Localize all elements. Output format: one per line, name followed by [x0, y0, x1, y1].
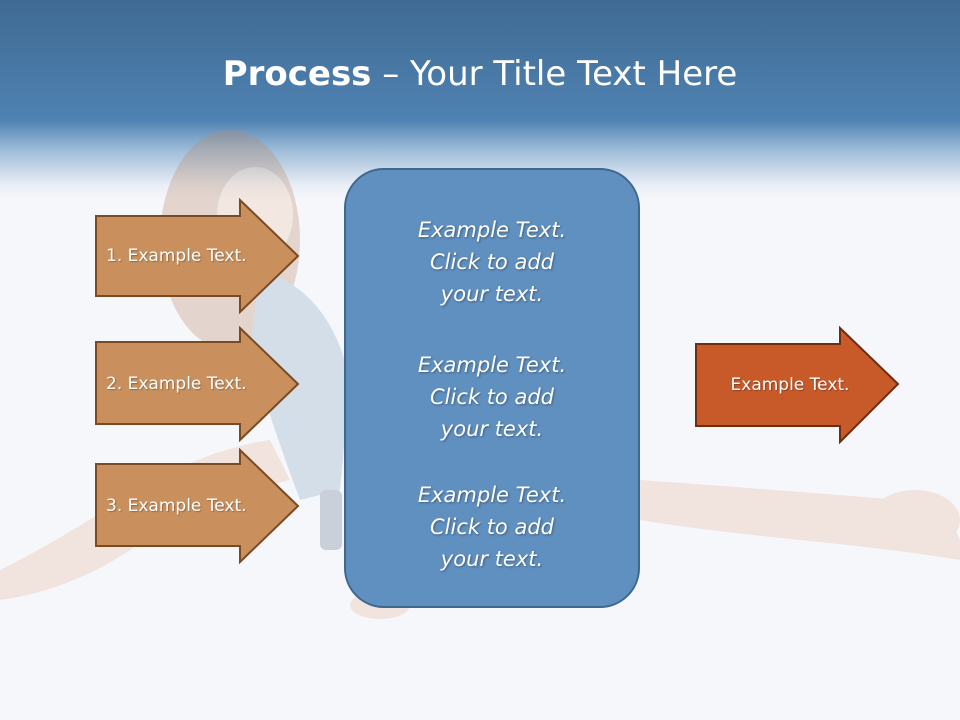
input-arrow-3[interactable]: 3. Example Text.: [94, 447, 300, 565]
title-bold: Process: [222, 54, 372, 94]
process-line: your text.: [440, 417, 544, 441]
header-band: [0, 0, 960, 200]
input-arrow-1[interactable]: 1. Example Text.: [94, 197, 300, 315]
process-line: Click to add: [429, 515, 554, 539]
process-paragraph-3[interactable]: Example Text. Click to add your text.: [346, 479, 638, 575]
process-line: Click to add: [429, 385, 554, 409]
output-arrow-shape: [695, 325, 900, 445]
input-arrow-2[interactable]: 2. Example Text.: [94, 325, 300, 443]
process-line: your text.: [440, 547, 544, 571]
arrow-shape-1: [95, 197, 300, 315]
slide-title[interactable]: Process – Your Title Text Here: [0, 52, 960, 96]
input-arrow-label-2: 2. Example Text.: [106, 374, 247, 394]
process-line: your text.: [440, 282, 544, 306]
process-box[interactable]: Example Text. Click to add your text. Ex…: [344, 168, 640, 608]
process-paragraph-1[interactable]: Example Text. Click to add your text.: [346, 214, 638, 310]
process-line: Click to add: [429, 250, 554, 274]
input-arrow-label-1: 1. Example Text.: [106, 246, 247, 266]
process-line: Example Text.: [417, 353, 567, 377]
output-arrow-label: Example Text.: [730, 375, 850, 395]
arrow-shape-2: [95, 325, 300, 443]
process-line: Example Text.: [417, 483, 567, 507]
arrow-shape-3: [95, 447, 300, 565]
input-arrow-label-3: 3. Example Text.: [106, 496, 247, 516]
title-rest: – Your Title Text Here: [371, 54, 738, 94]
output-arrow[interactable]: Example Text.: [694, 325, 900, 445]
process-line: Example Text.: [417, 218, 567, 242]
process-paragraph-2[interactable]: Example Text. Click to add your text.: [346, 349, 638, 445]
